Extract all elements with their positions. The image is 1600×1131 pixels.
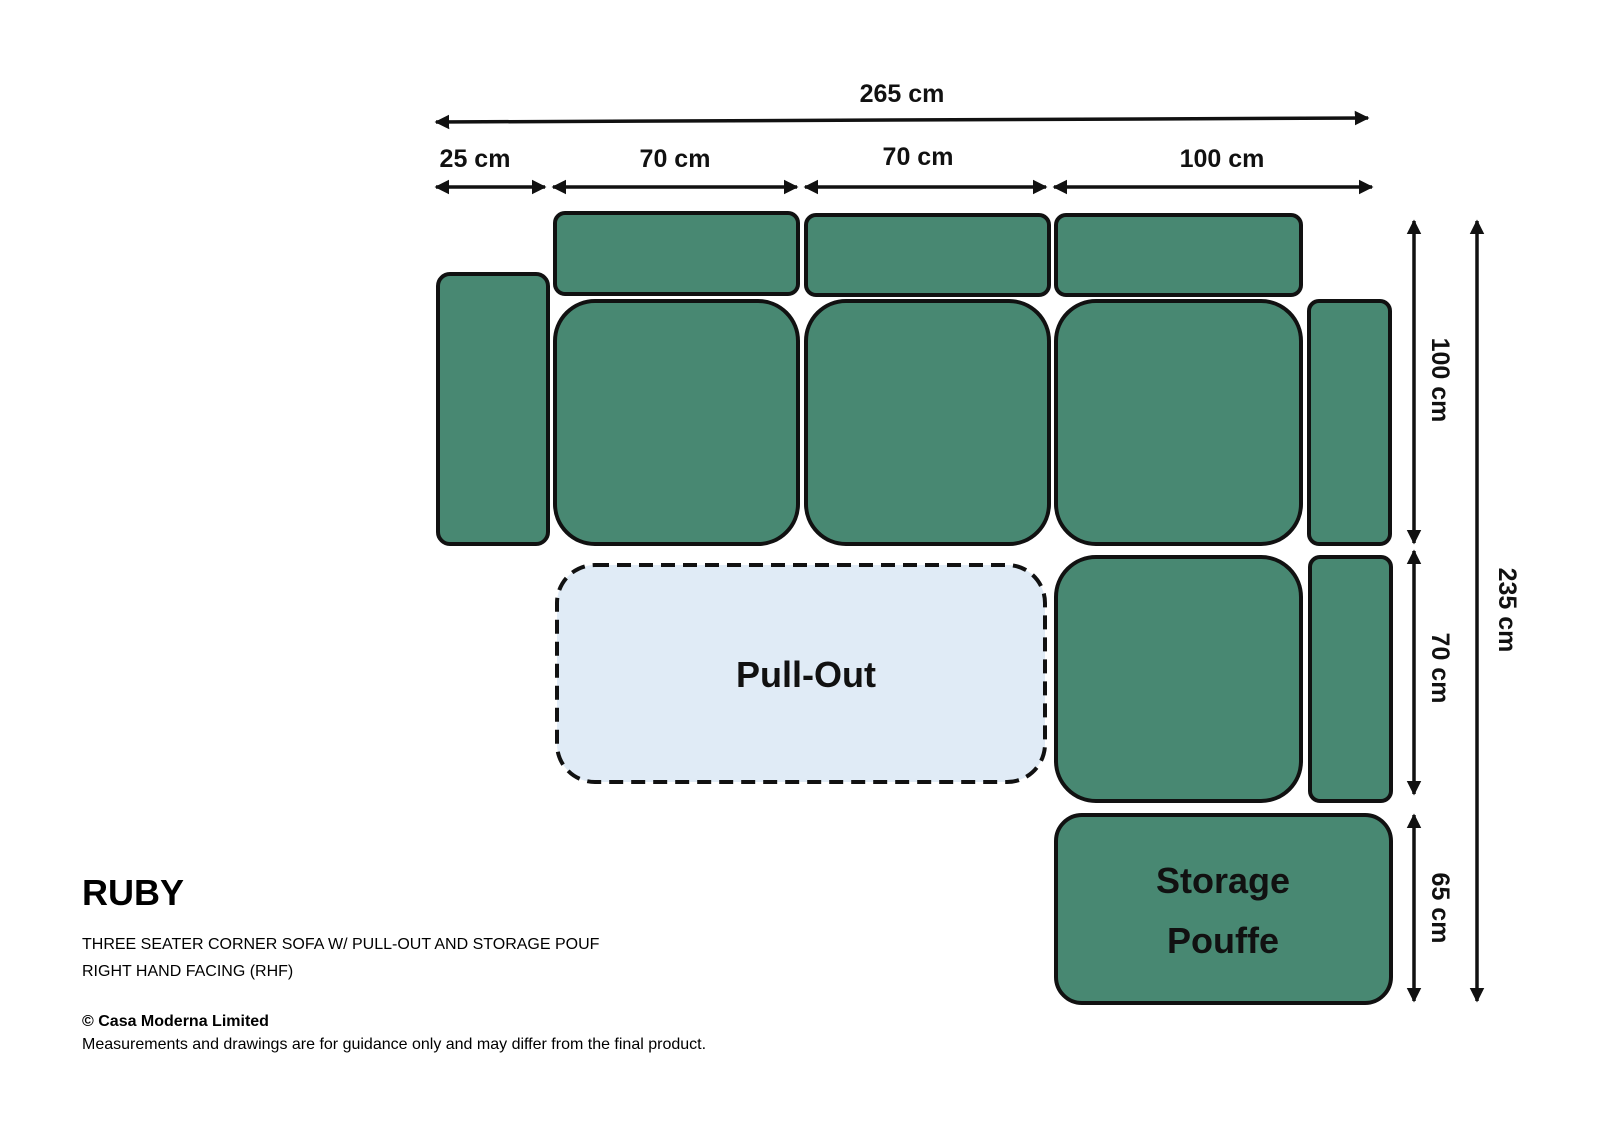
- copyright: © Casa Moderna Limited: [82, 1013, 269, 1030]
- product-description: THREE SEATER CORNER SOFA W/ PULL-OUT AND…: [82, 936, 600, 953]
- storage-pouffe-label-line2: Pouffe: [1167, 920, 1279, 961]
- product-info: RUBY THREE SEATER CORNER SOFA W/ PULL-OU…: [82, 875, 842, 1057]
- depth-middle-label: 70 cm: [1426, 633, 1454, 704]
- storage-pouffe-label-line1: Storage: [1156, 860, 1290, 901]
- depth-top-label: 100 cm: [1426, 338, 1454, 423]
- total-width-arrow: [434, 110, 1370, 130]
- right-back-cushion-bottom: [1308, 555, 1393, 803]
- corner-seat-cushion: [1054, 299, 1303, 546]
- product-name: RUBY: [82, 872, 185, 913]
- back-cushion-3: [1054, 213, 1303, 297]
- left-arm: [436, 272, 550, 546]
- total-depth-label: 235 cm: [1493, 568, 1521, 653]
- storage-pouffe: [1054, 813, 1393, 1005]
- chaise-seat-cushion: [1054, 555, 1303, 803]
- product-facing: RIGHT HAND FACING (RHF): [82, 963, 294, 980]
- back-cushion-2: [804, 213, 1051, 297]
- depth-pouffe-label: 65 cm: [1426, 873, 1454, 944]
- seat-2-width-label: 70 cm: [883, 143, 954, 171]
- seat-cushion-2: [804, 299, 1051, 546]
- pull-out-label: Pull-Out: [736, 654, 876, 695]
- corner-width-label: 100 cm: [1180, 145, 1265, 173]
- pull-out: [555, 563, 1047, 784]
- arm-left-width-label: 25 cm: [440, 145, 511, 173]
- total-width-label: 265 cm: [860, 80, 945, 108]
- disclaimer: Measurements and drawings are for guidan…: [82, 1036, 707, 1053]
- seat-cushion-1: [553, 299, 800, 546]
- right-back-cushion-top: [1307, 299, 1392, 546]
- seat-1-width-label: 70 cm: [640, 145, 711, 173]
- back-cushion-1: [553, 211, 800, 296]
